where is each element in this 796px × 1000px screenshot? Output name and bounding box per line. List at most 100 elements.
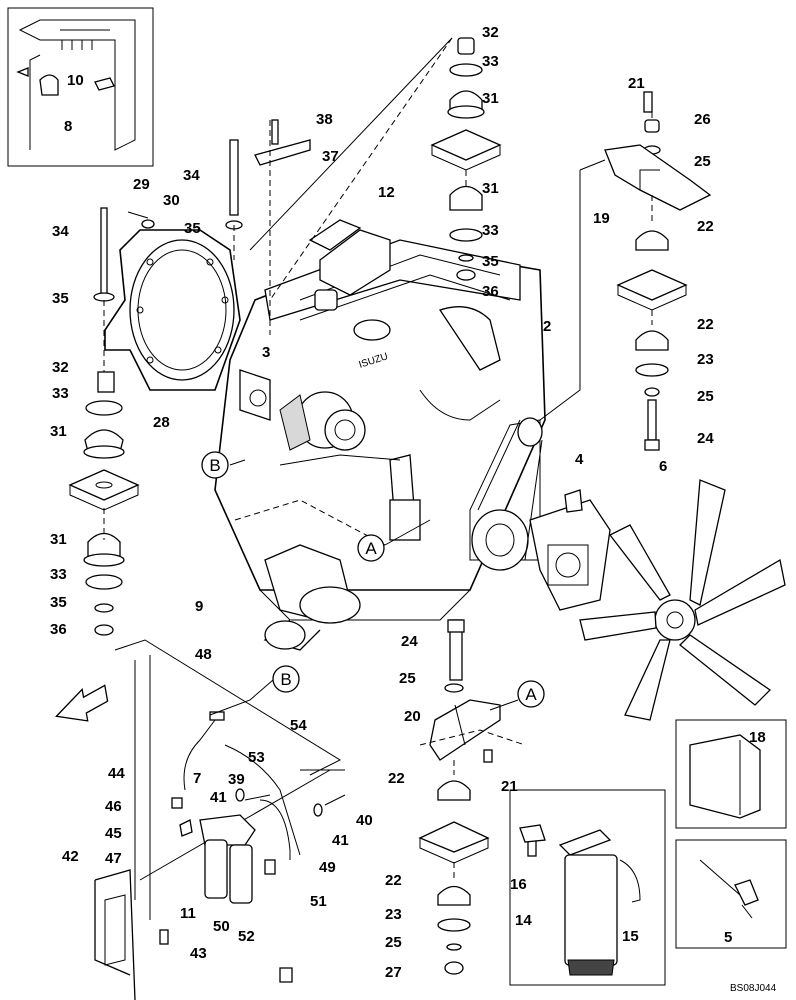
- part-label-2: 2: [543, 318, 551, 335]
- part-label-31-top: 31: [482, 90, 499, 107]
- part-label-4: 4: [575, 451, 584, 468]
- part-label-45: 45: [105, 825, 122, 842]
- part-label-14: 14: [515, 912, 532, 929]
- part-label-37: 37: [322, 148, 339, 165]
- part-label-51: 51: [310, 893, 327, 910]
- drawing-code: BS08J044: [730, 983, 777, 994]
- part-label-12: 12: [378, 184, 395, 201]
- part-label-54: 54: [290, 717, 307, 734]
- part-label-26: 26: [694, 111, 711, 128]
- part-label-22-mid: 22: [697, 316, 714, 333]
- part-label-34-a: 34: [183, 167, 200, 184]
- part-label-7: 7: [193, 770, 201, 787]
- part-label-18: 18: [749, 729, 766, 746]
- part-label-44: 44: [108, 765, 125, 782]
- rear-bolt-stack: [127, 119, 311, 230]
- part-label-42: 42: [62, 848, 79, 865]
- part-label-35-b: 35: [52, 290, 69, 307]
- engine-assembly: ISUZU: [214, 219, 546, 651]
- part-label-36-top: 36: [482, 283, 499, 300]
- part-label-22-bottom: 22: [385, 872, 402, 889]
- part-label-35-mid: 35: [482, 253, 499, 270]
- part-label-19: 19: [593, 210, 610, 227]
- part-label-5: 5: [724, 929, 732, 946]
- part-label-27: 27: [385, 964, 402, 981]
- callout-b-filter: [272, 665, 300, 693]
- part-label-35-lower: 35: [50, 594, 67, 611]
- lower-mount-stack: [418, 619, 501, 975]
- part-label-41-b: 41: [332, 832, 349, 849]
- flywheel-housing: [104, 229, 241, 391]
- inset-sensor: [675, 839, 787, 949]
- fuel-filter-system: [94, 639, 346, 1000]
- part-label-35-a: 35: [184, 220, 201, 237]
- part-label-24-lower: 24: [401, 633, 418, 650]
- callout-b-filter-label: B: [280, 670, 291, 689]
- part-label-22-lower: 22: [388, 770, 405, 787]
- part-label-25-lower: 25: [399, 670, 416, 687]
- part-label-50: 50: [213, 918, 230, 935]
- part-label-8: 8: [64, 118, 72, 135]
- callout-a-engine: [357, 534, 385, 562]
- cooling-fan: [579, 479, 786, 721]
- part-label-23-bottom: 23: [385, 906, 402, 923]
- left-mount-stack: [68, 207, 140, 636]
- part-label-25-top: 25: [694, 153, 711, 170]
- callout-circles: B A B A: [201, 451, 545, 708]
- inset-cover: [675, 719, 787, 829]
- callout-a-mount-label: A: [525, 685, 537, 704]
- part-label-33-left: 33: [52, 385, 69, 402]
- callout-a-engine-label: A: [365, 539, 377, 558]
- part-label-3: 3: [262, 344, 270, 361]
- part-label-33-mid: 33: [482, 222, 499, 239]
- inset-fuel-filter: [509, 789, 666, 986]
- part-label-36-lower: 36: [50, 621, 67, 638]
- part-label-39: 39: [228, 771, 245, 788]
- part-label-41-a: 41: [210, 789, 227, 806]
- part-label-33-lower: 33: [50, 566, 67, 583]
- part-label-31-left: 31: [50, 423, 67, 440]
- part-label-23-top: 23: [697, 351, 714, 368]
- callout-b-engine-label: B: [209, 456, 220, 475]
- right-mount-stack: [604, 91, 712, 451]
- part-label-11: 11: [180, 905, 196, 922]
- part-label-52: 52: [238, 928, 255, 945]
- fan-drive-assembly: [529, 489, 611, 611]
- part-label-48: 48: [195, 646, 212, 663]
- part-label-32-top: 32: [482, 24, 499, 41]
- part-label-46: 46: [105, 798, 122, 815]
- center-top-mount-stack: [430, 37, 502, 281]
- front-direction-arrow: [55, 684, 109, 722]
- part-labels: 10 8 32 33 31 31 33 35 36 21 26 25 19 22…: [50, 24, 766, 981]
- part-label-34-b: 34: [52, 223, 69, 240]
- part-label-38: 38: [316, 111, 333, 128]
- callout-b-engine: [201, 451, 229, 479]
- part-label-28: 28: [153, 414, 170, 431]
- part-label-31-mid: 31: [482, 180, 499, 197]
- leader-lines: [103, 37, 653, 880]
- part-label-53: 53: [248, 749, 265, 766]
- callout-a-mount: [517, 680, 545, 708]
- part-label-40: 40: [356, 812, 373, 829]
- part-label-16: 16: [510, 876, 527, 893]
- part-label-25-bottom: 25: [385, 934, 402, 951]
- part-label-21-top: 21: [628, 75, 645, 92]
- part-label-21-lower: 21: [501, 778, 518, 795]
- part-label-43: 43: [190, 945, 207, 962]
- part-label-22-top: 22: [697, 218, 714, 235]
- part-label-29: 29: [133, 176, 150, 193]
- inset-radiator-mount: [7, 7, 154, 167]
- part-label-9: 9: [195, 598, 203, 615]
- part-label-24-top: 24: [697, 430, 714, 447]
- part-label-20: 20: [404, 708, 421, 725]
- part-label-49: 49: [319, 859, 336, 876]
- part-label-25-mid: 25: [697, 388, 714, 405]
- part-label-31-lower: 31: [50, 531, 67, 548]
- part-label-33-top: 33: [482, 53, 499, 70]
- part-label-10: 10: [67, 72, 84, 89]
- part-label-30: 30: [163, 192, 180, 209]
- part-label-47: 47: [105, 850, 122, 867]
- part-label-15: 15: [622, 928, 639, 945]
